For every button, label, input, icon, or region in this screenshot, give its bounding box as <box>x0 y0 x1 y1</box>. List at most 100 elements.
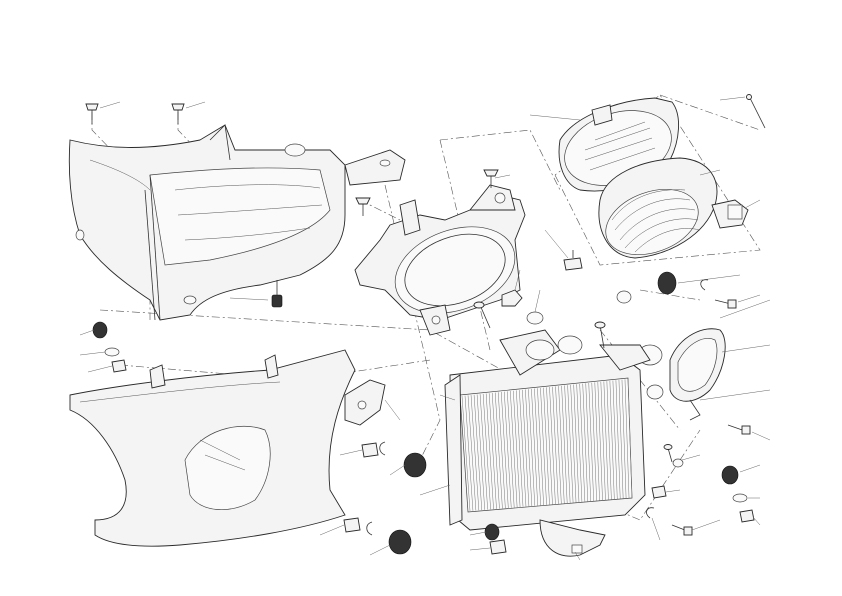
bolt-duct <box>271 280 283 308</box>
washer-right-top <box>616 290 632 304</box>
radiator-fin <box>473 394 483 511</box>
circlip-right-low <box>646 507 655 519</box>
radiator-fin <box>543 387 550 505</box>
clip-nut-left <box>111 359 127 373</box>
radiator-fin <box>594 382 600 501</box>
clip-nut-right-2 <box>739 509 755 523</box>
radiator-fin <box>597 382 603 501</box>
radiator-fin <box>615 380 621 499</box>
radiator-fin <box>513 390 521 507</box>
radiator-fin <box>603 381 609 500</box>
radiator-fin <box>531 388 538 506</box>
grommet-center-2 <box>388 529 412 555</box>
radiator-fin <box>573 384 580 503</box>
radiator-fin <box>555 386 562 504</box>
lower-fairing-panel <box>69 349 356 547</box>
radiator-fin <box>522 389 530 507</box>
radiator-fin <box>491 392 500 509</box>
radiator-fin <box>507 391 515 508</box>
washer-right-mid <box>646 384 664 400</box>
screw-fan <box>563 250 583 271</box>
fan-mount-bracket <box>354 184 526 336</box>
radiator-fin <box>488 393 497 509</box>
screw-top-left-1 <box>85 103 99 124</box>
radiator-fin <box>585 383 592 502</box>
radiator-fin <box>564 385 571 503</box>
radiator-fin <box>627 378 633 499</box>
washer-mid <box>526 311 544 325</box>
radiator-fin <box>500 391 509 508</box>
overflow-reservoir <box>669 328 726 421</box>
radiator-fin <box>546 387 553 505</box>
radiator-fin <box>504 391 512 508</box>
radiator-fin <box>618 379 624 499</box>
shroud-vents <box>584 121 656 171</box>
radiator-fin <box>528 389 536 506</box>
bolt-right-mid <box>727 424 751 435</box>
bolt-mid-1 <box>473 301 491 329</box>
radiator-fin <box>624 379 630 499</box>
clip-nut-right-1 <box>651 485 667 499</box>
grommet-radiator-bottom <box>484 523 500 541</box>
radiator-fin <box>567 385 574 503</box>
radiator-fin <box>588 383 594 502</box>
radiator-fin <box>549 387 556 505</box>
radiator-fin <box>552 386 559 504</box>
radiator-fin <box>540 387 547 505</box>
radiator-fin <box>591 382 597 501</box>
bolt-mid-2 <box>594 321 606 349</box>
radiator-fin <box>479 394 488 510</box>
grommet-right-low <box>721 465 739 485</box>
screw-bracket-2 <box>355 197 371 216</box>
radiator-fin <box>519 390 527 507</box>
radiator-fin <box>510 391 518 508</box>
circlip-center-2 <box>366 521 373 536</box>
bolt-right-low <box>671 524 693 536</box>
nut-mid <box>501 289 523 307</box>
radiator-fin <box>497 392 506 509</box>
circlip-right-top <box>700 279 709 291</box>
clip-nut-radiator-bottom <box>489 539 507 555</box>
radiator-fin <box>467 395 477 511</box>
screw-top-left-2 <box>171 103 185 124</box>
bolt-right-top <box>714 299 737 309</box>
washer-right-low <box>732 493 748 503</box>
radiator-fin <box>525 389 533 507</box>
washer-right-small <box>672 458 684 468</box>
washer-left <box>104 347 120 357</box>
radiator-fin <box>600 381 606 501</box>
radiator-fin <box>606 381 612 500</box>
radiator-fin <box>461 395 471 512</box>
radiator-fin <box>612 380 618 500</box>
grommet-center-1 <box>403 452 427 478</box>
radiator-fin <box>621 379 627 499</box>
radiator-fin <box>476 394 485 510</box>
screw-right-mid <box>663 444 673 463</box>
radiator-fin <box>561 385 568 504</box>
radiator-fin <box>482 393 491 510</box>
clip-nut-center-1 <box>361 442 379 458</box>
radiator-fin <box>516 390 524 507</box>
grommet-right-top <box>657 271 677 295</box>
radiator-fin <box>582 383 589 502</box>
radiator-fin <box>464 395 474 511</box>
radiator-fins <box>461 378 633 512</box>
radiator-fin <box>558 386 565 504</box>
grommet-left <box>92 321 108 339</box>
circlip-center-1 <box>379 441 386 456</box>
radiator-fin <box>537 388 544 506</box>
leader-lines <box>79 96 771 561</box>
small-bracket <box>344 379 386 426</box>
radiator-fin <box>485 393 494 510</box>
clip-nut-center-2 <box>343 517 361 533</box>
radiator-fin <box>579 383 586 502</box>
fan-blades <box>611 189 701 253</box>
radiator-core <box>444 329 663 557</box>
radiator-fin <box>609 380 615 500</box>
radiator-fin <box>470 395 480 511</box>
screw-bracket <box>483 169 499 188</box>
radiator-fin <box>534 388 541 506</box>
radiator-fin <box>576 384 583 503</box>
